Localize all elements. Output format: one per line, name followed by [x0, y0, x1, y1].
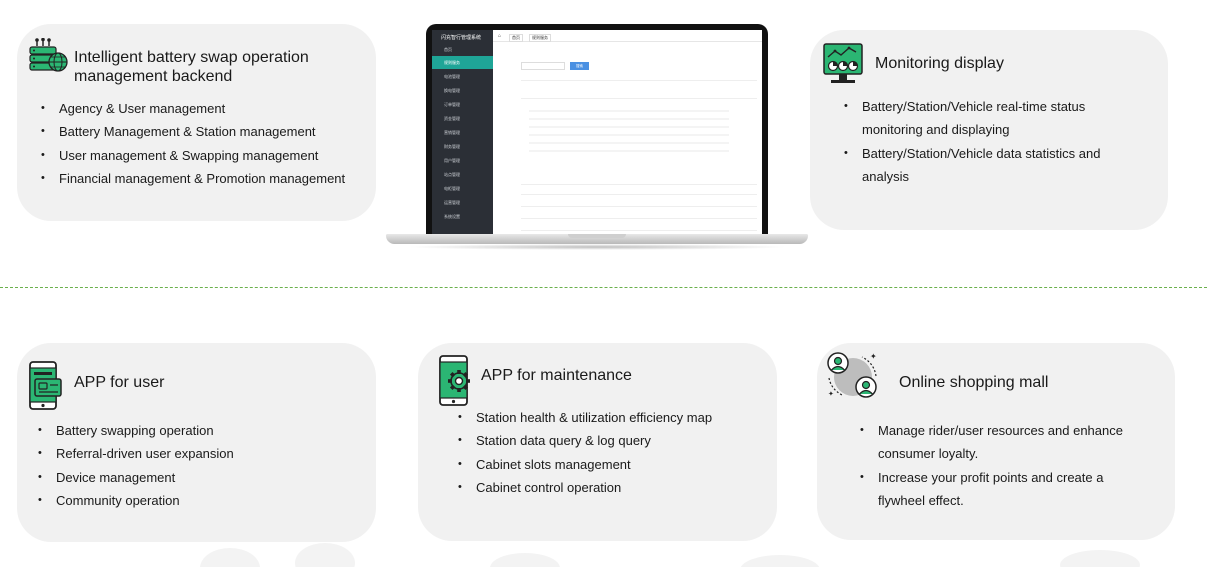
app-maintenance-title: APP for maintenance	[481, 367, 632, 384]
app-user-card: APP for user Battery swapping operation …	[17, 343, 376, 542]
list-item: Agency & User management	[39, 97, 374, 121]
admin-sidebar-item: 资金管理	[444, 116, 460, 121]
decor-blob	[740, 555, 820, 567]
list-item: Station health & utilization efficiency …	[456, 406, 756, 430]
list-item: Financial management & Promotion managem…	[39, 167, 374, 191]
admin-sidebar-item: 营销管理	[444, 130, 460, 135]
admin-sidebar-item: 财务管理	[444, 144, 460, 149]
list-item: Device management	[36, 466, 336, 490]
admin-sidebar-item: 规则服务	[432, 56, 493, 69]
home-icon: ⌂	[498, 33, 502, 39]
admin-app-title: 闪充智行管理系统	[441, 35, 482, 41]
decor-blob	[200, 548, 260, 567]
backend-list: Agency & User management Battery Managem…	[39, 97, 374, 190]
admin-search-input	[521, 62, 565, 70]
admin-row	[521, 218, 757, 219]
backend-card: Intelligent battery swap operation manag…	[17, 24, 376, 221]
list-item: Increase your profit points and create a…	[858, 466, 1148, 513]
admin-row	[521, 230, 757, 231]
laptop-mockup: 闪充智行管理系统 首页 规则服务 电池管理 换电管理 订单管理 资金管理 营销管…	[386, 24, 808, 250]
admin-sidebar-item: 换电管理	[444, 88, 460, 93]
admin-sidebar-item: 运营管理	[444, 200, 460, 205]
app-maintenance-card: APP for maintenance Station health & uti…	[418, 343, 777, 541]
app-user-title: APP for user	[74, 374, 165, 391]
list-item: Cabinet control operation	[456, 476, 756, 500]
user-network-icon: ✦ ✦	[826, 351, 880, 401]
list-item: Community operation	[36, 489, 336, 513]
admin-tab-bar: ⌂ 首页 规则服务	[493, 30, 762, 42]
admin-sidebar-item: 系统设置	[444, 214, 460, 219]
svg-text:✦: ✦	[828, 390, 834, 398]
admin-dashboard-screenshot: 闪充智行管理系统 首页 规则服务 电池管理 换电管理 订单管理 资金管理 营销管…	[432, 30, 762, 234]
monitor-dashboard-icon	[823, 43, 863, 85]
list-item: User management & Swapping management	[39, 144, 374, 168]
admin-sidebar-item: 首页	[444, 47, 452, 52]
admin-sidebar-item: 电柜管理	[444, 186, 460, 191]
svg-text:✦: ✦	[870, 352, 877, 361]
section-divider	[0, 287, 1207, 288]
admin-tab: 首页	[509, 34, 523, 42]
admin-search-button: 搜索	[570, 62, 589, 70]
mobile-gear-icon	[438, 355, 474, 407]
list-item: Station data query & log query	[456, 429, 756, 453]
list-item: Battery/Station/Vehicle data statistics …	[842, 142, 1127, 189]
admin-sidebar-item: 订单管理	[444, 102, 460, 107]
list-item: Battery Management & Station management	[39, 120, 374, 144]
decor-blob	[490, 553, 560, 567]
decor-blob	[1060, 550, 1140, 567]
decor-blob	[295, 543, 355, 567]
laptop-base	[386, 234, 808, 244]
mall-list: Manage rider/user resources and enhance …	[858, 419, 1148, 512]
laptop-notch	[568, 234, 626, 238]
admin-row	[521, 194, 757, 195]
backend-title: Intelligent battery swap operation manag…	[74, 49, 309, 85]
list-item: Battery/Station/Vehicle real-time status…	[842, 95, 1127, 142]
admin-sidebar-item: 用户管理	[444, 158, 460, 163]
admin-sidebar: 闪充智行管理系统 首页 规则服务 电池管理 换电管理 订单管理 资金管理 营销管…	[432, 30, 493, 234]
laptop-shadow	[406, 244, 788, 250]
list-item: Cabinet slots management	[456, 453, 756, 477]
mall-title: Online shopping mall	[899, 374, 1049, 391]
list-item: Battery swapping operation	[36, 419, 336, 443]
mall-card: ✦ ✦ Online shopping mall Manage rider/us…	[817, 343, 1175, 540]
admin-row	[521, 98, 757, 99]
list-item: Referral-driven user expansion	[36, 442, 336, 466]
admin-row	[521, 184, 757, 185]
admin-row	[521, 206, 757, 207]
admin-detail-block	[529, 104, 729, 156]
admin-sidebar-item: 电池管理	[444, 74, 460, 79]
admin-sidebar-item: 站点管理	[444, 172, 460, 177]
monitoring-card: Monitoring display Battery/Station/Vehic…	[810, 30, 1168, 230]
admin-row	[521, 80, 757, 81]
monitoring-list: Battery/Station/Vehicle real-time status…	[842, 95, 1127, 188]
app-maintenance-list: Station health & utilization efficiency …	[456, 406, 756, 499]
mobile-card-icon	[28, 361, 64, 411]
list-item: Manage rider/user resources and enhance …	[858, 419, 1148, 466]
server-globe-icon	[29, 37, 69, 80]
admin-tab: 规则服务	[529, 34, 551, 42]
app-user-list: Battery swapping operation Referral-driv…	[36, 419, 336, 512]
monitoring-title: Monitoring display	[875, 55, 1004, 72]
admin-main: 搜索	[493, 42, 762, 234]
